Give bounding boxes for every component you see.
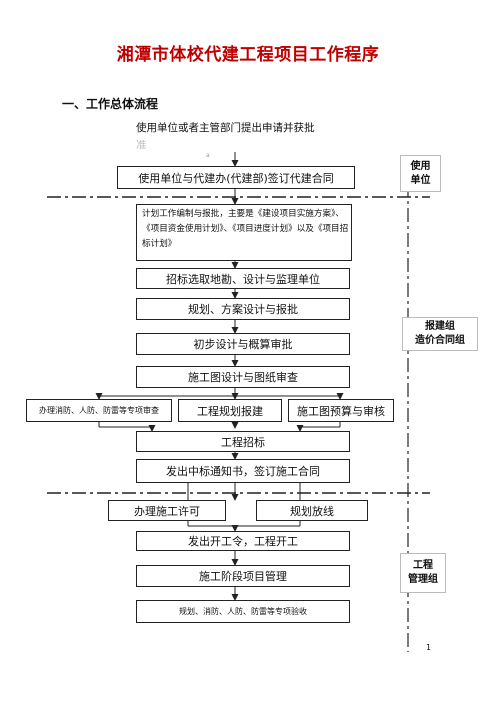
step-tendering: 工程招标 <box>136 431 350 452</box>
step-plan-report: 计划工作编制与报批，主要是《建设项目实施方案》、《项目资金使用计划》、《项目进度… <box>136 204 352 261</box>
group-engineering: 工程 管理组 <box>400 553 446 593</box>
step-preliminary-design: 初步设计与概算审批 <box>136 333 350 355</box>
step-start-order: 发出开工令，工程开工 <box>136 531 350 551</box>
step-construction-permit: 办理施工许可 <box>108 500 226 521</box>
step-acceptance: 规划、消防、人防、防雷等专项验收 <box>136 600 350 623</box>
step-stage-management: 施工阶段项目管理 <box>136 565 350 587</box>
group-report-cost: 报建组 造价合同组 <box>402 317 478 351</box>
step-setting-out: 规划放线 <box>256 500 368 521</box>
step-sign-agency-contract: 使用单位与代建办(代建部)签订代建合同 <box>117 166 355 189</box>
step-special-review: 办理消防、人防、防雷等专项审查 <box>26 399 172 422</box>
document-title: 湘潭市体校代建工程项目工作程序 <box>116 45 380 65</box>
step-bid-contract: 发出中标通知书，签订施工合同 <box>136 459 350 483</box>
intro-text-cut: 准 <box>136 140 147 149</box>
step-planning-permit: 工程规划报建 <box>178 399 282 422</box>
step-planning-design: 规划、方案设计与报批 <box>136 298 350 320</box>
group-user-unit: 使用 单位 <box>400 155 441 192</box>
step-budget-review: 施工图预算与审核 <box>288 399 394 422</box>
intro-text: 使用单位或者主管部门提出申请并获批 <box>136 122 315 134</box>
small-mark: a <box>206 152 210 159</box>
step-select-units: 招标选取地勘、设计与监理单位 <box>136 268 350 289</box>
section-heading: 一、工作总体流程 <box>62 97 159 111</box>
page-number: 1 <box>426 643 432 652</box>
step-construction-drawing: 施工图设计与图纸审查 <box>136 366 350 388</box>
